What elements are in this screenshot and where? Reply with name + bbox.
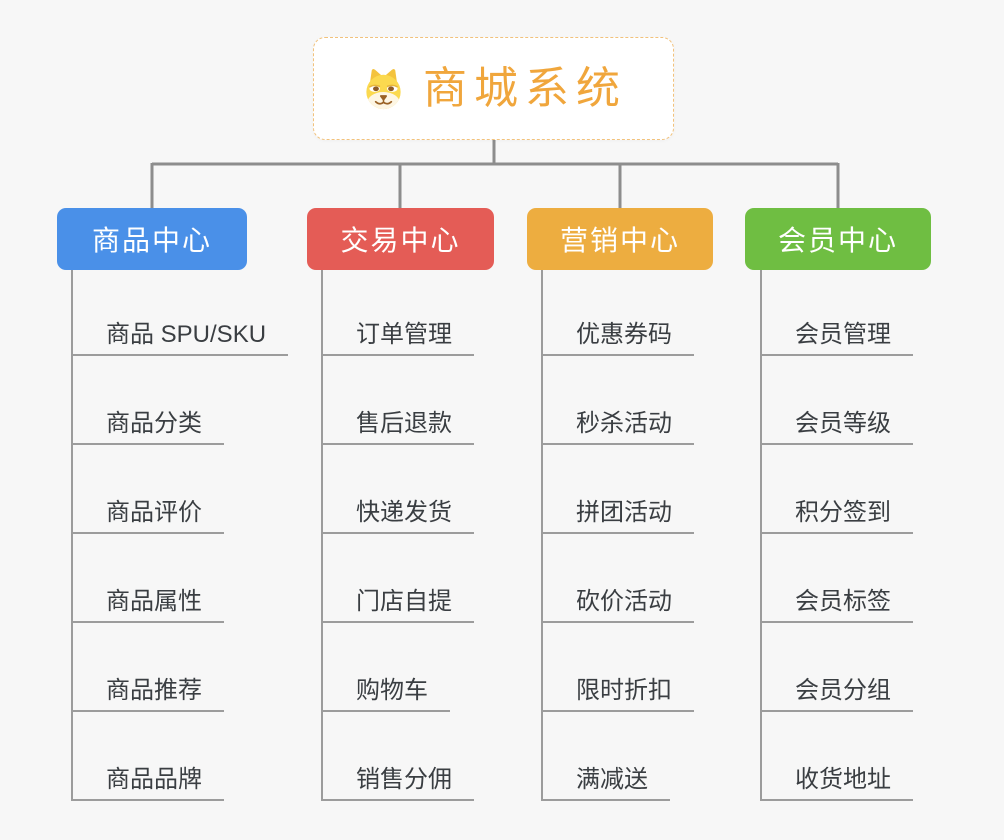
leaf-node[interactable]: 收货地址 bbox=[761, 761, 913, 801]
leaf-node[interactable]: 秒杀活动 bbox=[542, 405, 694, 445]
leaf-node[interactable]: 优惠券码 bbox=[542, 316, 694, 356]
leaf-node[interactable]: 会员等级 bbox=[761, 405, 913, 445]
branch-label: 营销中心 bbox=[559, 225, 680, 256]
root-node-mall-system[interactable]: 商城系统 bbox=[313, 37, 674, 140]
branch-label: 会员中心 bbox=[777, 225, 898, 256]
branch-label: 交易中心 bbox=[340, 225, 461, 256]
leaf-node[interactable]: 砍价活动 bbox=[542, 583, 694, 623]
leaf-node[interactable]: 积分签到 bbox=[761, 494, 913, 534]
leaf-node[interactable]: 商品 SPU/SKU bbox=[72, 316, 289, 356]
branch-label: 商品中心 bbox=[91, 225, 212, 256]
leaf-node[interactable]: 销售分佣 bbox=[322, 761, 474, 801]
leaf-node[interactable]: 订单管理 bbox=[322, 316, 474, 356]
leaf-node[interactable]: 限时折扣 bbox=[542, 672, 694, 712]
leaf-node[interactable]: 商品属性 bbox=[72, 583, 224, 623]
leaf-node[interactable]: 购物车 bbox=[322, 672, 450, 712]
leaf-node[interactable]: 商品评价 bbox=[72, 494, 224, 534]
branch-node-member-center[interactable]: 会员中心 bbox=[745, 208, 931, 270]
leaf-node[interactable]: 会员分组 bbox=[761, 672, 913, 712]
leaf-node[interactable]: 快递发货 bbox=[322, 494, 474, 534]
leaf-node[interactable]: 会员管理 bbox=[761, 316, 913, 356]
leaf-node[interactable]: 商品推荐 bbox=[72, 672, 224, 712]
leaf-node[interactable]: 会员标签 bbox=[761, 583, 913, 623]
branch-node-product-center[interactable]: 商品中心 bbox=[57, 208, 247, 270]
leaf-node[interactable]: 门店自提 bbox=[322, 583, 474, 623]
leaf-node[interactable]: 商品品牌 bbox=[72, 761, 224, 801]
doge-icon bbox=[366, 68, 401, 109]
branch-node-trade-center[interactable]: 交易中心 bbox=[307, 208, 494, 270]
leaf-node[interactable]: 拼团活动 bbox=[542, 494, 694, 534]
leaf-node[interactable]: 商品分类 bbox=[72, 405, 224, 445]
leaf-node[interactable]: 满减送 bbox=[542, 761, 670, 801]
root-title: 商城系统 bbox=[423, 63, 627, 113]
leaf-node[interactable]: 售后退款 bbox=[322, 405, 474, 445]
branch-node-marketing-center[interactable]: 营销中心 bbox=[527, 208, 713, 270]
